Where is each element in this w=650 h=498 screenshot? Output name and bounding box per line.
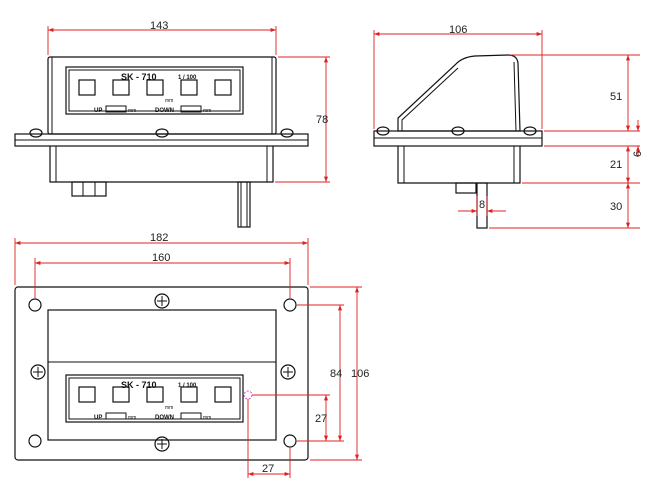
dim-shaft-length: 30 (610, 201, 622, 213)
dim-hole-pitch: 160 (152, 252, 170, 264)
side-lower-body (397, 146, 521, 184)
front-screw-center (155, 128, 169, 138)
front-down-unit: mm (203, 108, 211, 114)
dim-hole-height: 84 (330, 368, 342, 380)
side-view: 106 51 6 21 30 8 (373, 24, 644, 229)
panel-plate (14, 286, 309, 461)
side-housing (397, 54, 521, 132)
panel-unit-label: mm (165, 405, 173, 411)
dim-panel-width: 182 (150, 232, 168, 244)
front-digit-2 (112, 79, 130, 96)
screw-icon (154, 436, 170, 452)
dim-shaft-diameter: 8 (479, 199, 485, 211)
panel-view: SK - 710 1 / 100 mm UP mm DOWN mm 182 16… (14, 232, 369, 478)
mount-hole-bl (28, 434, 42, 448)
front-shaft (237, 181, 251, 228)
front-up-unit: mm (128, 108, 136, 114)
reference-point (243, 390, 253, 400)
dim-side-lower: 21 (610, 159, 622, 171)
dim-side-upper: 51 (610, 91, 622, 103)
mount-hole-tl (28, 298, 42, 312)
panel-model-label: SK - 710 (121, 380, 157, 390)
front-resolution-label: 1 / 100 (178, 75, 197, 81)
front-unit-label: mm (165, 98, 173, 104)
panel-up-label: UP (94, 415, 102, 421)
dim-front-height: 78 (316, 114, 328, 126)
panel-display (65, 374, 244, 423)
front-model-label: SK - 710 (121, 72, 157, 82)
dim-panel-height: 106 (351, 368, 369, 380)
front-digit-1 (78, 79, 96, 96)
front-view: SK - 710 1 / 100 mm UP mm DOWN mm 143 (14, 20, 330, 228)
dim-display-offset-y: 27 (315, 413, 327, 425)
front-display-panel (65, 66, 244, 115)
panel-up-unit: mm (128, 415, 136, 421)
screw-icon (30, 364, 46, 380)
dim-front-width: 143 (150, 20, 168, 32)
panel-resolution-label: 1 / 100 (178, 383, 197, 389)
front-screw-right (280, 128, 294, 138)
front-digit-4 (180, 79, 198, 96)
screw-icon (280, 364, 296, 380)
front-digit-3 (146, 79, 164, 96)
front-connector (71, 181, 107, 197)
front-digit-5 (214, 79, 232, 96)
dim-display-offset-x: 27 (262, 463, 274, 475)
front-up-label: UP (94, 108, 102, 114)
dim-side-depth: 106 (449, 24, 467, 36)
screw-icon (154, 293, 170, 309)
front-down-label: DOWN (155, 108, 174, 114)
dim-side-flange: 6 (632, 151, 644, 157)
mount-hole-br (283, 434, 297, 448)
mount-hole-tr (283, 298, 297, 312)
panel-down-unit: mm (203, 415, 211, 421)
front-screw-left (29, 128, 43, 138)
front-lower-body (49, 146, 274, 183)
panel-down-label: DOWN (155, 415, 174, 421)
